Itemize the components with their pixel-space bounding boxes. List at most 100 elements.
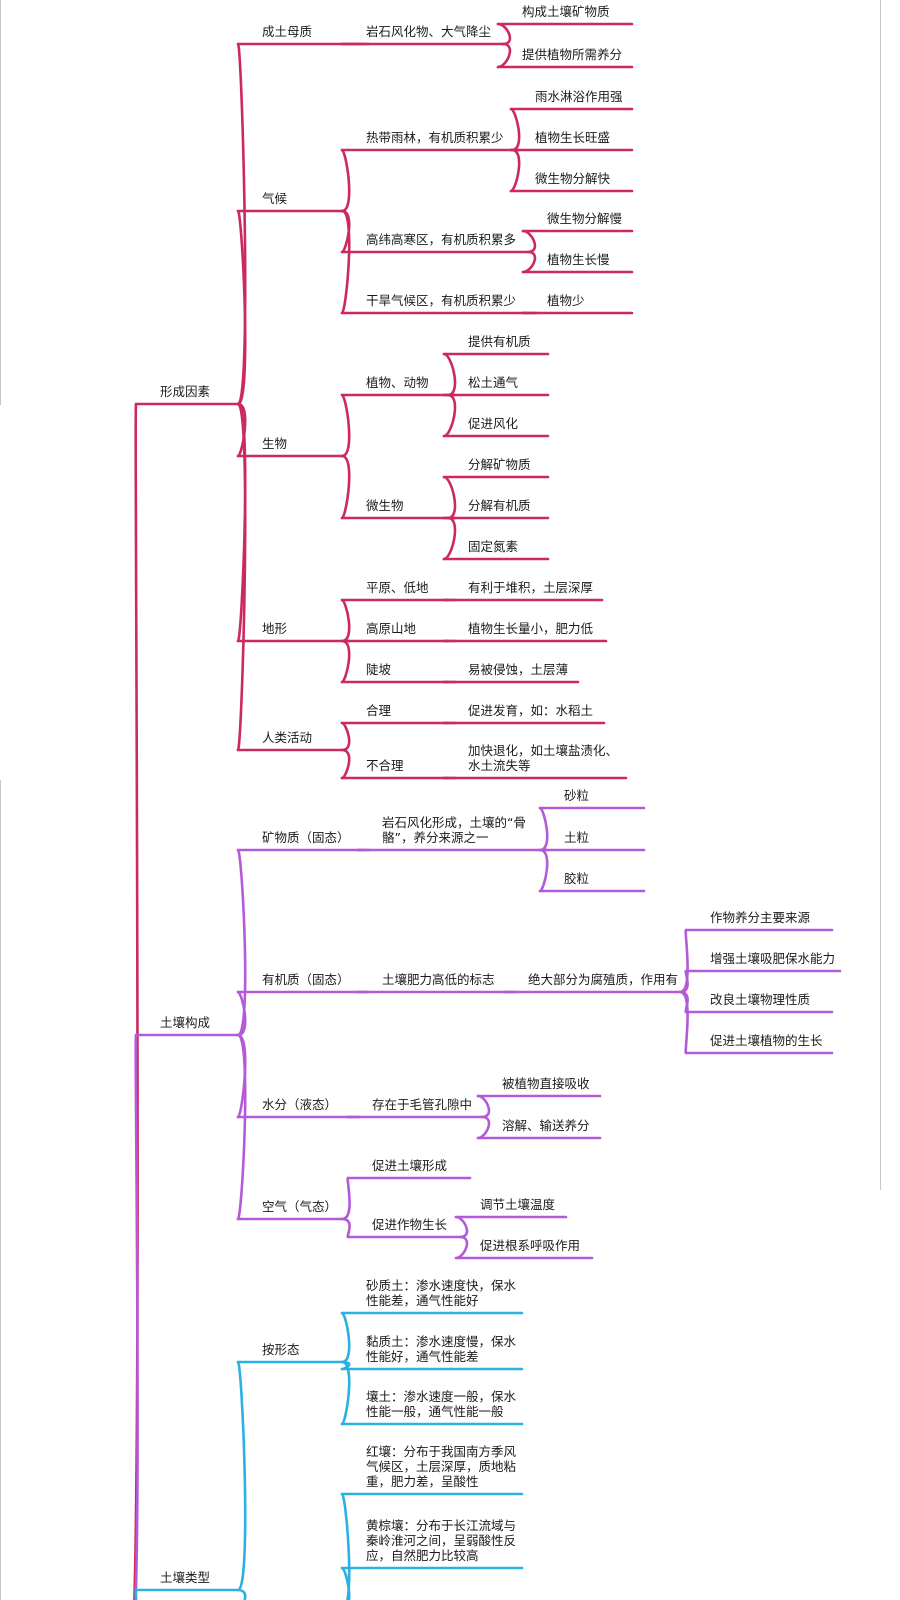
node-label: 按形态	[262, 1342, 300, 1357]
branch-connector	[134, 1033, 139, 1600]
branch-connector	[496, 42, 512, 69]
node-label: 陡坡	[366, 662, 392, 677]
node-label: 植物少	[547, 293, 585, 308]
category-label: 土壤构成	[160, 1015, 210, 1030]
branch-connector	[442, 475, 457, 520]
branch-connector	[538, 806, 549, 852]
node-label: 土粒	[564, 830, 589, 845]
node-label: 分解有机质	[468, 498, 531, 513]
left-frame-line-top	[0, 0, 1, 405]
node-label: 岩石风化物、大气降尘	[366, 24, 491, 39]
branch-connector	[236, 1360, 247, 1592]
node-label: 易被侵蚀，土层薄	[468, 662, 568, 677]
branch-connector	[340, 209, 351, 315]
node-label: 高纬高寒区，有机质积累多	[366, 232, 516, 247]
node-label: 雨水淋浴作用强	[535, 89, 623, 104]
node-label: 作物养分主要来源	[710, 910, 811, 925]
node-label: 平原、低地	[366, 580, 429, 595]
branch-connector	[340, 393, 351, 458]
node-label: 有利于堆积，土层深厚	[468, 580, 593, 595]
node-label: 胶粒	[564, 871, 589, 886]
node-label: 壤土：渗水速度一般，保水性能一般，通气性能一般	[366, 1389, 517, 1419]
node-label: 促进风化	[468, 416, 519, 431]
branch-connector	[236, 1033, 247, 1221]
branch-connector	[442, 352, 457, 397]
node-label: 构成土壤矿物质	[522, 4, 610, 19]
node-label: 植物生长量小，肥力低	[468, 621, 594, 636]
node-label: 热带雨林，有机质积累少	[366, 130, 504, 145]
category-label: 形成因素	[160, 384, 210, 399]
node-label: 被植物直接吸收	[502, 1076, 590, 1091]
branch-connector	[509, 107, 521, 152]
branch-connector	[340, 1360, 351, 1426]
mind-map-branches	[133, 22, 842, 1600]
node-label: 改良土壤物理性质	[710, 992, 810, 1007]
node-label: 增强土壤吸肥保水能力	[710, 951, 835, 966]
node-label: 矿物质（固态）	[262, 830, 350, 845]
branch-connector	[476, 1094, 491, 1119]
branch-connector	[236, 848, 247, 1037]
branch-connector	[134, 1588, 138, 1600]
branch-connector	[442, 393, 457, 438]
node-label: 微生物分解慢	[547, 211, 623, 226]
node-label: 水分（液态）	[262, 1097, 337, 1112]
node-label: 人类活动	[262, 730, 312, 745]
branch-connector	[133, 402, 139, 1600]
node-label: 松土通气	[468, 375, 519, 390]
node-label: 空气（气态）	[262, 1199, 337, 1214]
branch-connector	[340, 1217, 351, 1239]
left-frame-line-bottom	[0, 780, 1, 1600]
node-label: 促进根系呼吸作用	[480, 1238, 580, 1253]
right-frame-line	[880, 0, 881, 1190]
branch-connector	[236, 402, 247, 752]
branch-connector	[340, 639, 351, 684]
node-label: 岩石风化形成，土壤的“骨骼”，养分来源之一	[382, 815, 526, 845]
branch-connector	[340, 598, 351, 643]
node-label: 红壤：分布于我国南方季风气候区，土层深厚，质地粘重，肥力差，呈酸性	[366, 1444, 517, 1489]
node-label: 固定氮素	[468, 539, 518, 554]
node-label: 植物生长旺盛	[535, 130, 610, 145]
node-label: 高原山地	[366, 621, 417, 636]
branch-connector	[454, 1235, 469, 1260]
node-label: 有机质（固态）	[262, 972, 350, 987]
node-label: 砂质土：渗水速度快，保水性能差，通气性能好	[366, 1278, 517, 1308]
node-label: 绝大部分为腐殖质，作用有	[528, 972, 678, 987]
node-label: 提供有机质	[468, 334, 531, 349]
node-label: 提供植物所需养分	[522, 47, 622, 62]
node-label: 黄棕壤：分布于长江流域与秦岭淮河之间，呈弱酸性反应，自然肥力比较高	[366, 1518, 516, 1563]
branch-connector	[340, 1311, 351, 1364]
branch-connector	[538, 848, 549, 893]
branch-connector	[340, 1492, 351, 1600]
node-label: 成土母质	[262, 24, 312, 39]
node-label: 生物	[262, 436, 287, 451]
node-label: 微生物	[366, 498, 404, 513]
node-label: 调节土壤温度	[480, 1197, 556, 1212]
node-label: 干旱气候区，有机质积累少	[366, 293, 516, 308]
node-label: 不合理	[366, 758, 404, 773]
branch-connector	[476, 1115, 491, 1140]
branch-connector	[340, 721, 351, 752]
branch-connector	[496, 22, 512, 46]
branch-connector	[236, 209, 247, 406]
branch-connector	[340, 1176, 351, 1221]
category-label: 土壤类型	[160, 1570, 210, 1585]
node-label: 促进土壤植物的生长	[710, 1033, 823, 1048]
node-label: 促进发育，如：水稻土	[468, 703, 593, 718]
branch-connector	[521, 229, 537, 254]
branch-connector	[454, 1215, 469, 1239]
node-label: 气候	[262, 191, 288, 206]
branch-connector	[340, 148, 351, 213]
branch-connector	[521, 250, 537, 274]
branch-connector	[340, 454, 351, 520]
node-label: 合理	[366, 703, 392, 718]
node-label: 加快退化，如土壤盐渍化、水土流失等	[468, 743, 618, 773]
node-label: 黏质土：渗水速度慢，保水性能好，通气性能差	[366, 1334, 517, 1364]
branch-connector	[509, 148, 521, 193]
node-label: 植物、动物	[366, 375, 429, 390]
node-label: 砂粒	[564, 788, 589, 803]
node-label: 土壤肥力高低的标志	[382, 972, 495, 987]
branch-connector	[236, 1588, 247, 1600]
node-label: 分解矿物质	[468, 457, 531, 472]
